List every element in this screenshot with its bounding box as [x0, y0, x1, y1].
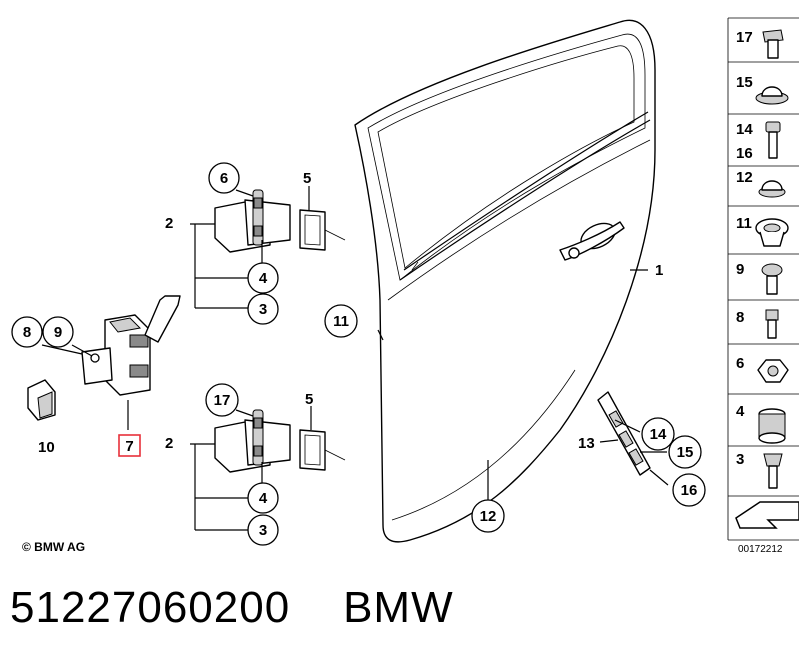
- legend-label-12: 12: [736, 169, 753, 186]
- bolt-icon-17: [762, 29, 784, 59]
- lower-hinge-illustration: [214, 409, 346, 473]
- diagram-code: 00172212: [738, 544, 783, 555]
- callout-11: 11: [333, 313, 349, 330]
- callout-13: 13: [578, 435, 595, 452]
- copyright-text: © BMW AG: [22, 540, 86, 554]
- callout-3-upper: 3: [259, 301, 267, 318]
- callout-5-upper: 5: [303, 170, 311, 187]
- legend-label-11: 11: [736, 215, 752, 232]
- bolt-icon-14-16: [765, 121, 781, 159]
- cap-icon-12: [758, 180, 786, 198]
- legend-label-17: 17: [736, 29, 753, 46]
- legend-label-4: 4: [736, 403, 745, 420]
- callout-2-lower: 2: [165, 435, 173, 452]
- legend-label-8: 8: [736, 309, 744, 326]
- callout-4-upper: 4: [259, 270, 268, 287]
- callout-3-lower: 3: [259, 522, 267, 539]
- part-number-footer: 51227060200 BMW: [10, 583, 454, 632]
- part-13-illustration: [597, 391, 651, 476]
- callout-14: 14: [650, 426, 667, 443]
- callout-4-lower: 4: [259, 490, 268, 507]
- callout-17: 17: [214, 392, 231, 409]
- callout-15: 15: [677, 444, 694, 461]
- upper-hinge-illustration: [214, 189, 346, 253]
- grommet-icon-11: [755, 218, 789, 247]
- callout-12: 12: [480, 508, 497, 525]
- clip-icon-9: [761, 263, 783, 295]
- parts-legend: 17 15 14 16 12 11 9 8 6 4 3: [727, 17, 799, 541]
- part-10-illustration: [27, 379, 56, 421]
- legend-label-9: 9: [736, 261, 744, 278]
- legend-label-15: 15: [736, 74, 753, 91]
- legend-label-3: 3: [736, 451, 744, 468]
- screw-icon-3: [763, 453, 783, 489]
- callout-9: 9: [54, 324, 62, 341]
- callout-5-lower: 5: [305, 391, 313, 408]
- door-check-illustration: [81, 295, 181, 396]
- callout-1: 1: [655, 262, 663, 279]
- callout-6: 6: [220, 170, 228, 187]
- callout-7: 7: [125, 438, 133, 455]
- legend-label-16: 16: [736, 145, 753, 162]
- callout-10: 10: [38, 439, 55, 456]
- callout-16: 16: [681, 482, 698, 499]
- legend-label-6: 6: [736, 355, 744, 372]
- parts-diagram: 1: [11, 17, 799, 546]
- rear-door-illustration: [354, 19, 656, 543]
- grommet-icon-15: [755, 86, 789, 105]
- nut-icon-6: [757, 359, 789, 383]
- arrow-icon: [735, 501, 799, 529]
- callout-8: 8: [23, 324, 31, 341]
- nut-icon-4: [758, 408, 786, 444]
- callout-2-upper: 2: [165, 215, 173, 232]
- highlight-box-7: [118, 434, 141, 457]
- legend-label-14: 14: [736, 121, 753, 138]
- bolt-icon-8: [765, 309, 779, 339]
